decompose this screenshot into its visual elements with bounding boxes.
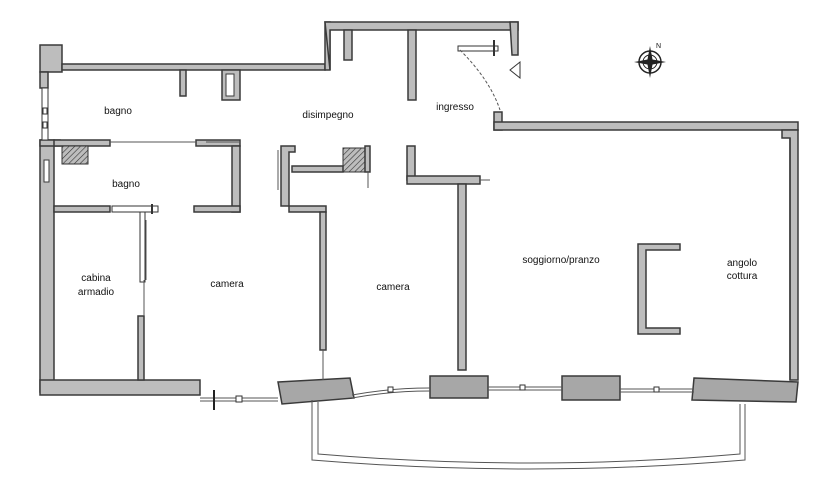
outer-walls: [39, 21, 799, 405]
label-cottura: cottura: [727, 271, 758, 282]
label-ingresso: ingresso: [436, 102, 474, 113]
balcony: [311, 400, 746, 470]
compass-rose-icon: N: [634, 43, 666, 78]
label-angolo: angolo: [727, 258, 757, 269]
label-cabina: cabina: [81, 273, 111, 284]
room-labels: bagno disimpegno ingresso bagno cabina a…: [78, 102, 758, 298]
compass-north-label: N: [656, 43, 661, 50]
label-armadio: armadio: [78, 287, 115, 298]
interior-walls: [53, 29, 521, 381]
label-soggiorno: soggiorno/pranzo: [522, 255, 600, 266]
label-bagno-upper: bagno: [104, 106, 132, 117]
label-disimpegno: disimpegno: [302, 110, 354, 121]
label-bagno-lower: bagno: [112, 179, 140, 190]
label-camera-1: camera: [210, 279, 244, 290]
label-camera-2: camera: [376, 282, 410, 293]
bottom-windows: [200, 384, 694, 410]
left-windows: [41, 87, 50, 183]
kitchen-counter: [637, 243, 681, 335]
